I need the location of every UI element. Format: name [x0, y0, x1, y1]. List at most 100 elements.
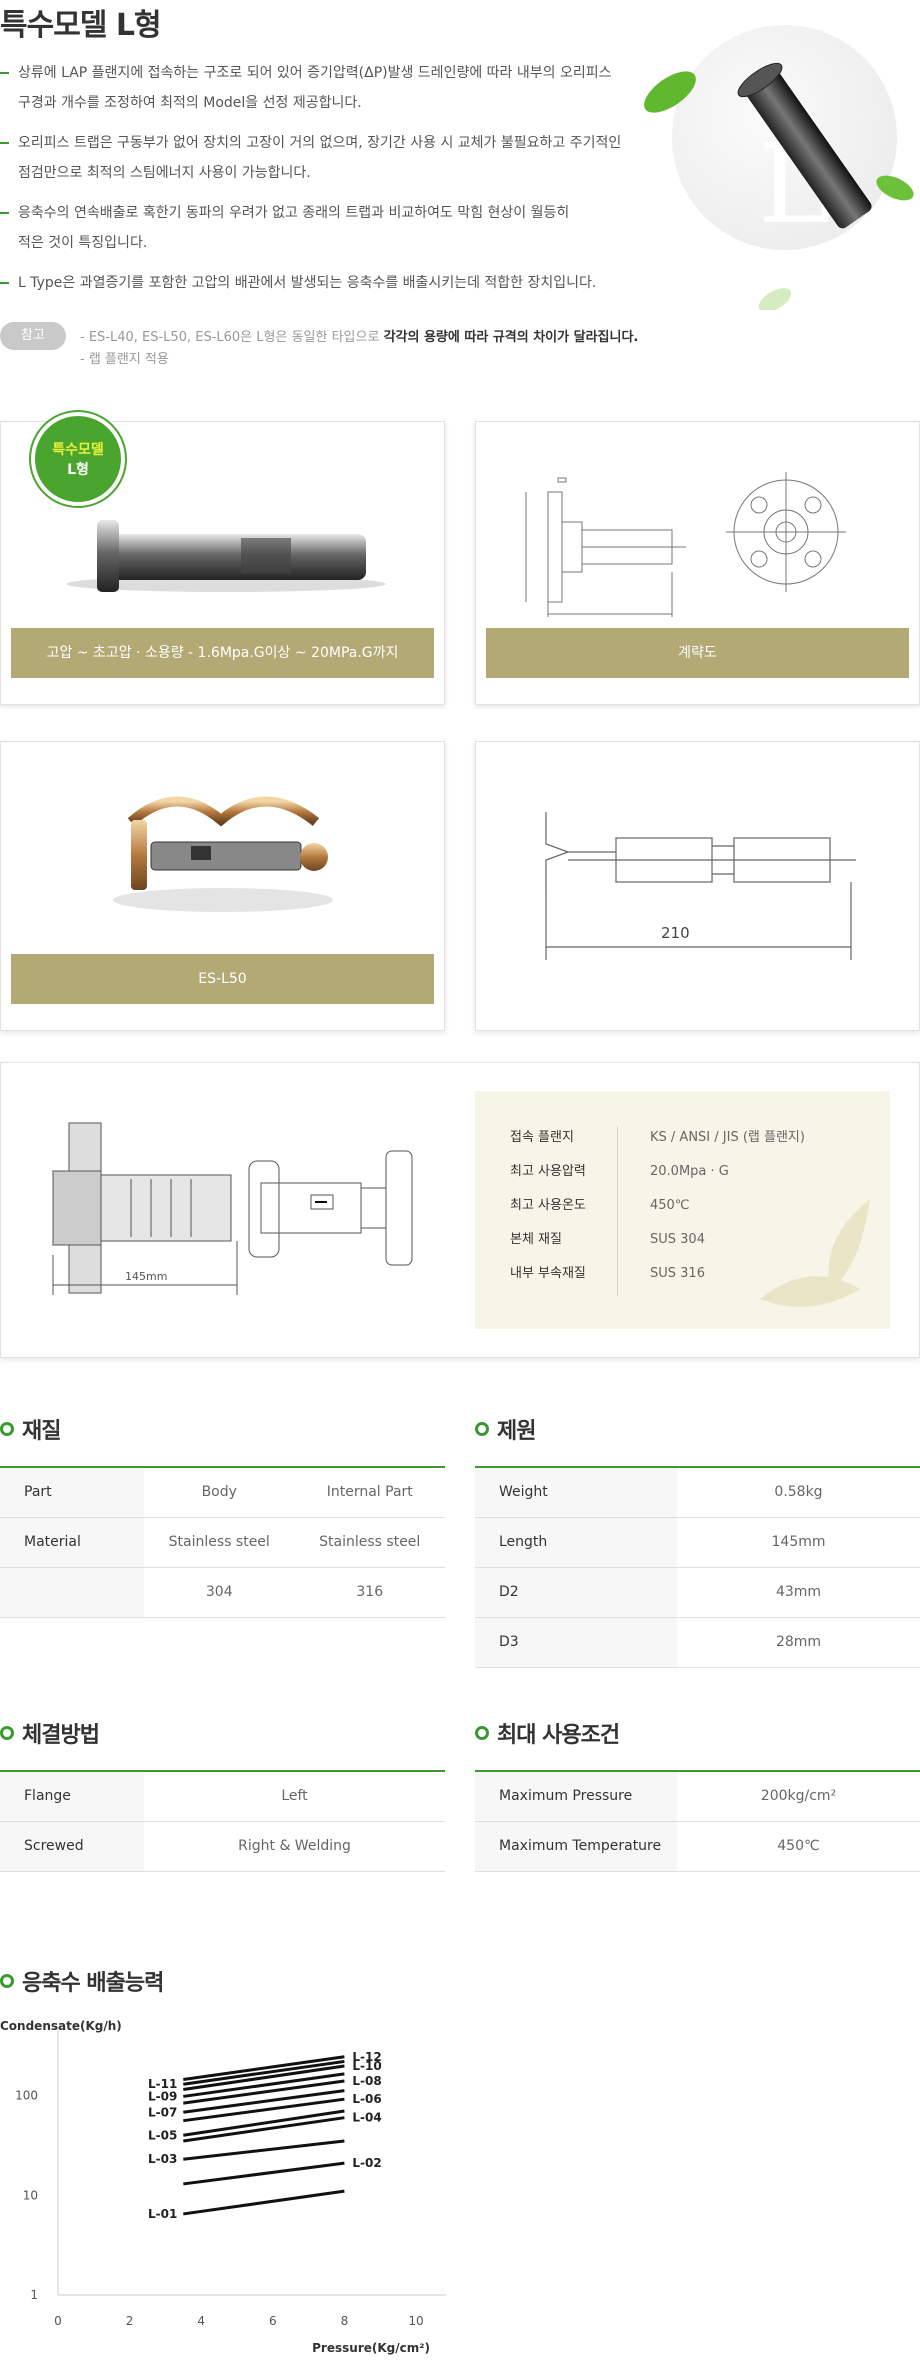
feature-item: L Type은 과열증기를 포함한 고압의 배관에서 발생되는 응축수를 배출시…: [0, 268, 640, 298]
feature-item: 상류에 LAP 플랜지에 접속하는 구조로 되어 있어 증기압력(ΔP)발생 드…: [0, 58, 640, 118]
pipe-illustration: [644, 62, 914, 310]
y-axis-label: Condensate(Kg/h): [0, 2019, 122, 2033]
dimension-drawing: [545, 812, 856, 960]
series-line: [183, 2139, 345, 2161]
leaf-icon: [876, 175, 914, 201]
spec-divider: [617, 1126, 618, 1296]
series-label: L-01: [148, 2207, 177, 2221]
x-tick-label: 0: [54, 2314, 62, 2328]
feature-item: 응축수의 연속배출로 혹한기 동파의 우려가 없고 종래의 트랩과 비교하여도 …: [0, 198, 640, 258]
page-title: 특수모델 L형: [0, 8, 162, 43]
series-line: [183, 2109, 345, 2137]
x-axis-label: Pressure(Kg/cm²): [312, 2341, 430, 2355]
series-line: [183, 2116, 345, 2143]
note-line: - ES-L40, ES-L50, ES-L60은 L형은 동일한 타입으로 각…: [80, 330, 639, 345]
leaf-icon: [644, 71, 696, 113]
condensate-chart: Condensate(Kg/h) Pressure(Kg/cm²) 0 2 4 6 8 10 1…: [0, 2019, 446, 2355]
series-label: L-05: [148, 2128, 177, 2142]
es-l50-photo: [113, 796, 333, 912]
special-model-badge: 특수모델 L형: [31, 412, 125, 506]
x-tick-label: 8: [341, 2314, 349, 2328]
hero-image: L: [640, 10, 920, 310]
dimension-label: 210: [661, 924, 690, 942]
es-l50-card: ES-L50: [0, 741, 445, 1031]
x-tick-label: 2: [126, 2314, 134, 2328]
drawing-card: 계략도: [475, 421, 920, 705]
ring-icon: [0, 1974, 14, 1988]
series-label: L-08: [352, 2074, 381, 2088]
ring-icon: [475, 1726, 489, 1740]
section-drawing: [52, 1122, 413, 1295]
feature-item: 오리피스 트랩은 구동부가 없어 장치의 고장이 거의 없으며, 장기간 사용 …: [0, 128, 640, 188]
dimension-card: 210: [475, 741, 920, 1031]
max-conditions-heading: 최대 사용조건: [475, 1717, 620, 1749]
series-line: [183, 2072, 345, 2098]
dash-icon: [0, 72, 9, 74]
x-tick-label: 10: [408, 2314, 423, 2328]
series-line: [183, 2079, 345, 2105]
series-label: L-03: [148, 2152, 177, 2166]
series-label: L-04: [352, 2111, 381, 2125]
capacity-heading: 응축수 배출능력: [0, 1965, 164, 1997]
series-label: L-11: [148, 2077, 177, 2091]
feature-list: 상류에 LAP 플랜지에 접속하는 구조로 되어 있어 증기압력(ΔP)발생 드…: [0, 58, 640, 308]
dash-icon: [0, 212, 9, 214]
schematic-drawing: [525, 472, 846, 617]
series-line: [183, 2097, 345, 2123]
series-line: [183, 2161, 345, 2186]
x-tick-label: 4: [197, 2314, 205, 2328]
connection-heading: 체결방법: [0, 1717, 100, 1749]
y-tick-label: 10: [23, 2188, 38, 2202]
product-caption: 고압 ~ 초고압 · 소용량 - 1.6Mpa.G이상 ~ 20MPa.G까지: [11, 628, 434, 678]
material-heading: 재질: [0, 1413, 61, 1445]
x-tick-label: 6: [269, 2314, 277, 2328]
series-label: L-02: [352, 2156, 381, 2170]
dimensions-heading: 제원: [475, 1413, 536, 1445]
ring-icon: [0, 1726, 14, 1740]
es-l50-caption: ES-L50: [11, 954, 434, 1004]
note-line: - 랩 플랜지 적용: [80, 352, 169, 367]
ring-icon: [475, 1422, 489, 1436]
y-tick-label: 100: [15, 2089, 38, 2103]
dash-icon: [0, 142, 9, 144]
y-tick-label: 1: [30, 2288, 38, 2302]
series-label: L-12: [352, 2050, 381, 2064]
note-badge: 참고: [0, 322, 66, 350]
dash-icon: [0, 282, 9, 284]
series-line: [183, 2089, 345, 2114]
ring-icon: [0, 1422, 14, 1436]
series-line: [183, 2059, 345, 2086]
series-line: [183, 2064, 345, 2092]
product-card: 특수모델 L형 고압 ~ 초고압 · 소용량 - 1.6Mpa.G이상 ~ 20…: [0, 412, 445, 705]
series-label: L-06: [352, 2092, 381, 2106]
series-label: L-07: [148, 2105, 177, 2119]
series-label: L-10: [352, 2059, 381, 2073]
series-line: [183, 2055, 345, 2081]
section-dimension-label: 145mm: [125, 1270, 168, 1283]
product-photo: [66, 520, 386, 592]
series-label: L-09: [148, 2089, 177, 2103]
leaf-watermark-icon: [760, 1199, 870, 1307]
leaf-icon: [758, 288, 792, 310]
drawing-caption: 계략도: [486, 628, 909, 678]
